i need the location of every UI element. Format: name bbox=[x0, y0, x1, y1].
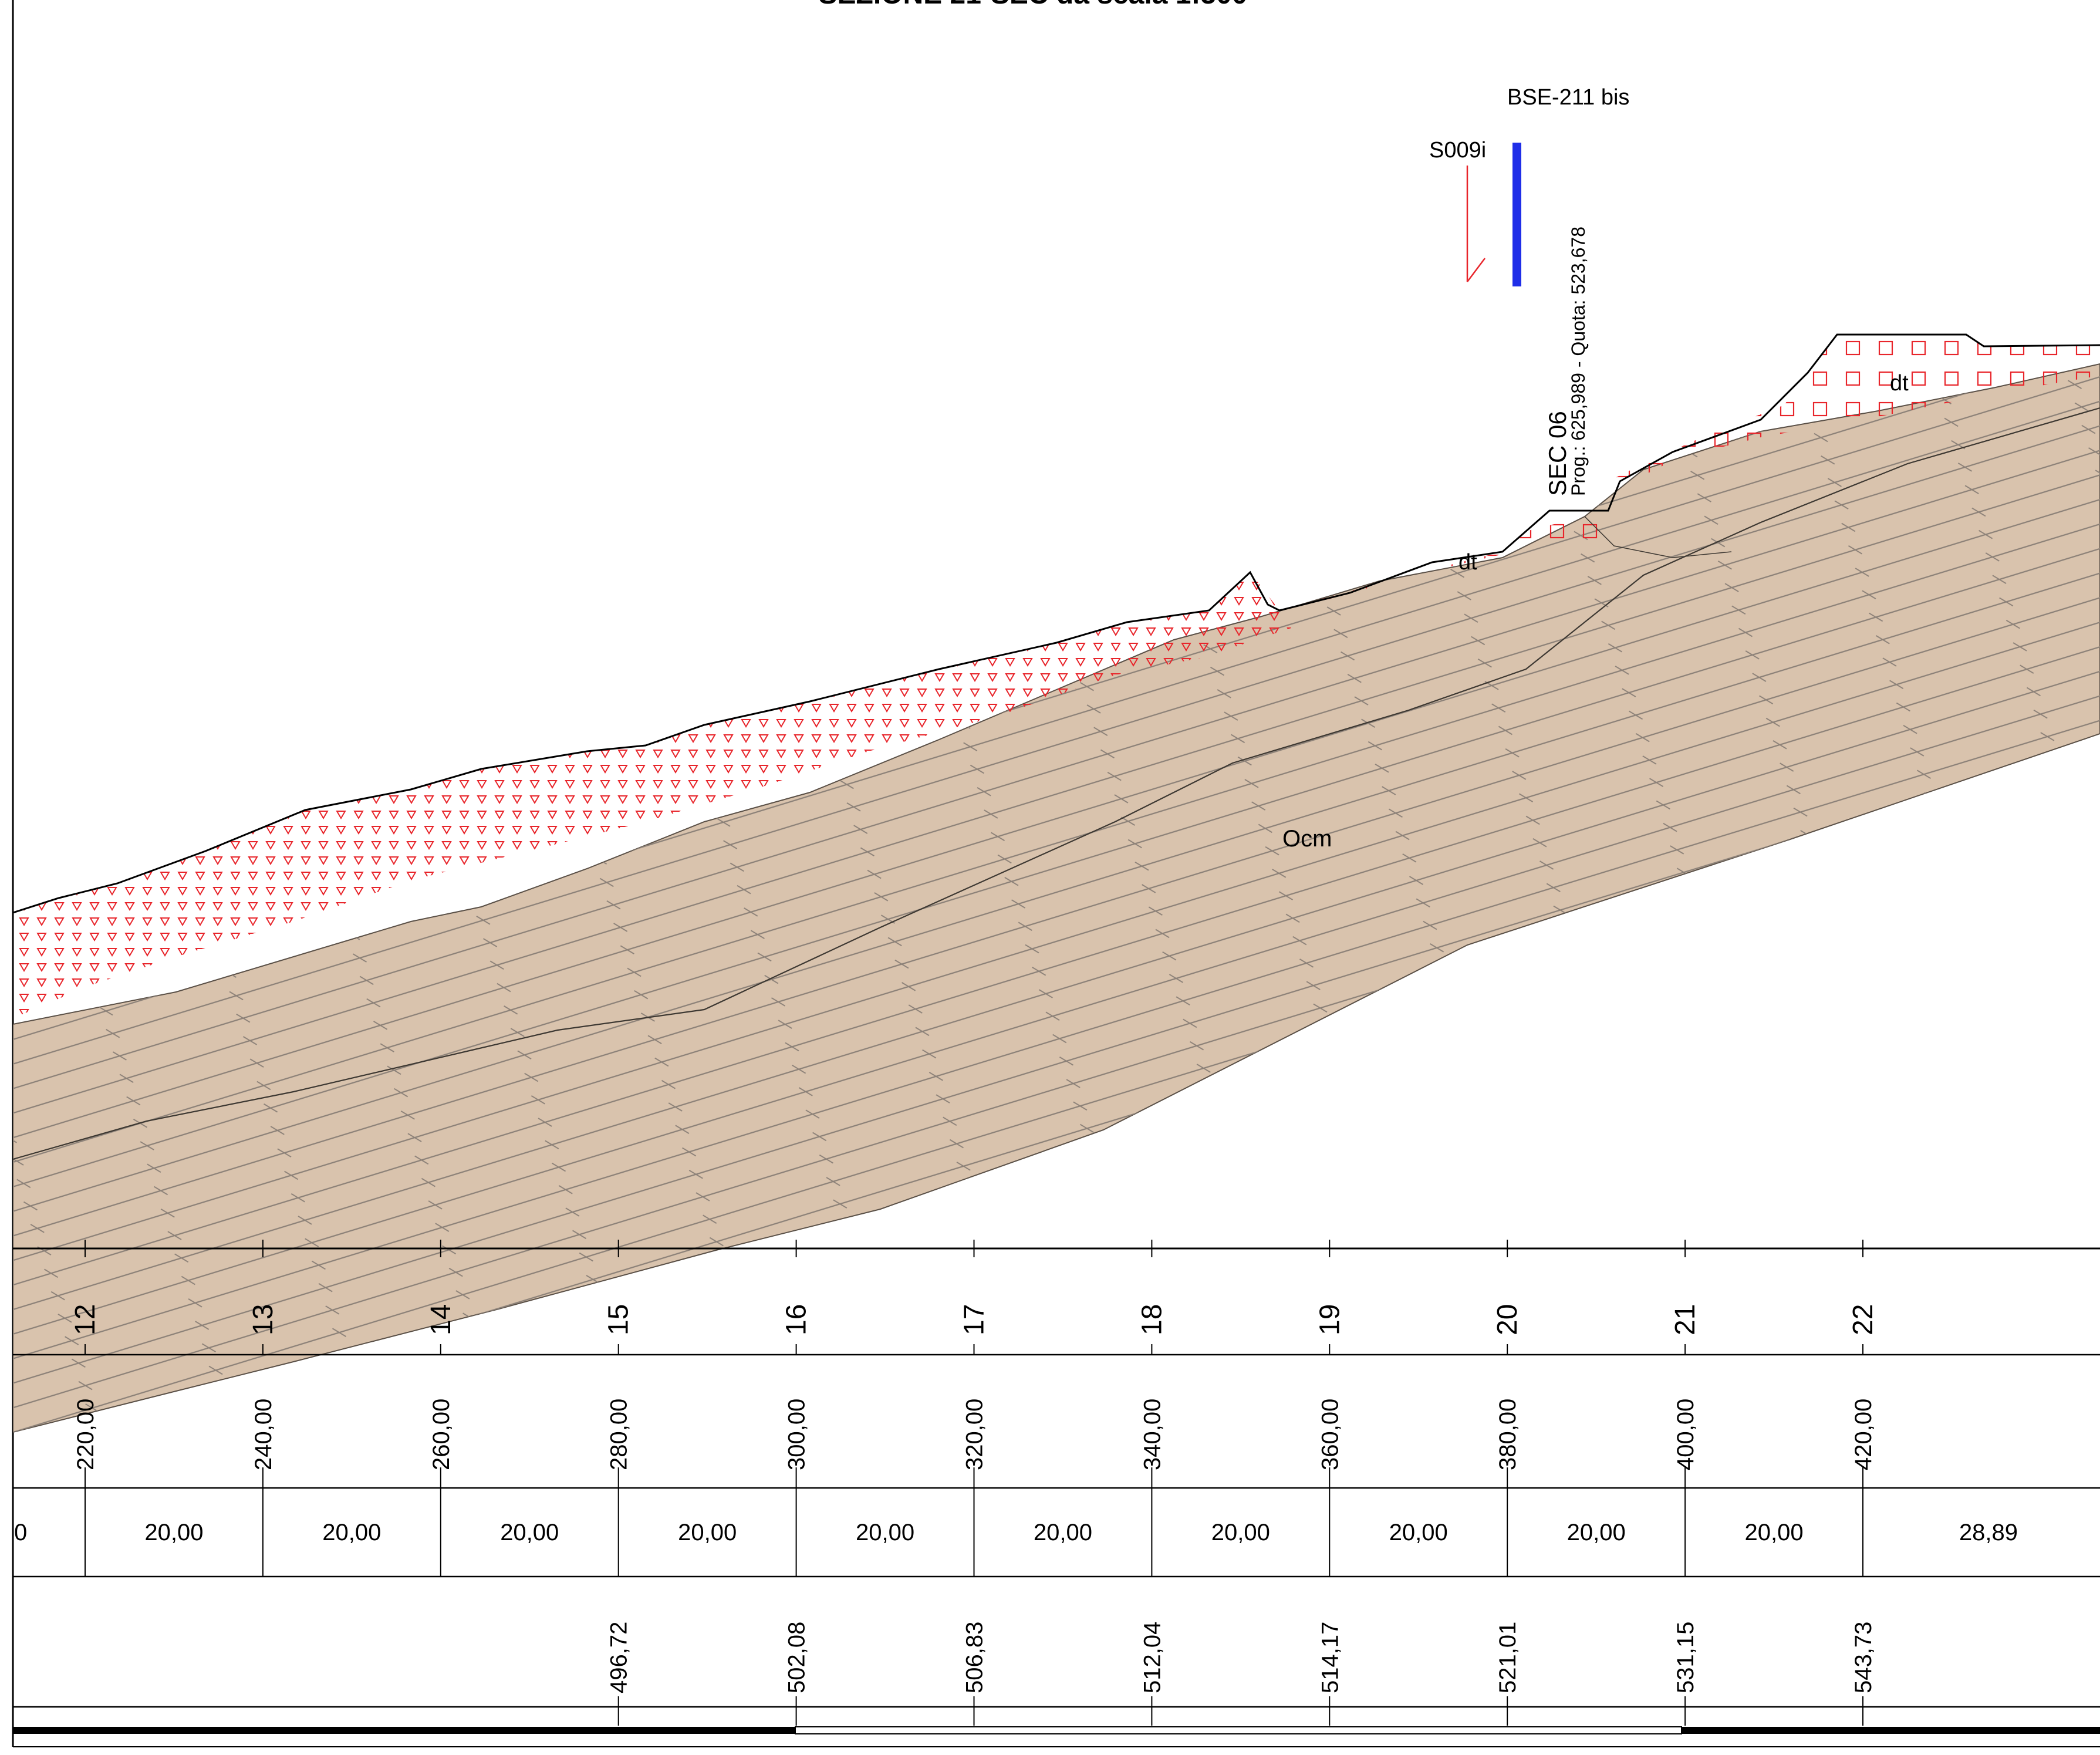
elevation-value: 514,17 bbox=[1317, 1622, 1343, 1693]
scale-bar-white-middle bbox=[795, 1726, 1682, 1734]
partial-distance: 20,00 bbox=[322, 1520, 381, 1545]
elevation-value: 496,72 bbox=[606, 1622, 632, 1693]
ground-profile-line bbox=[13, 333, 2100, 914]
section-number: 13 bbox=[248, 1304, 279, 1335]
scale-bar-black-left bbox=[13, 1727, 795, 1734]
partial-distance: 20,00 bbox=[144, 1520, 203, 1545]
ocm-formation-label: Ocm bbox=[1282, 826, 1332, 852]
scale-bar-black-right bbox=[1682, 1727, 2100, 1734]
dt-upper-label: dt bbox=[1890, 371, 1909, 396]
elevation-value: 531,15 bbox=[1673, 1622, 1699, 1693]
partial-distance: 20,00 bbox=[1567, 1520, 1626, 1545]
progressive-distance: 240,00 bbox=[251, 1399, 276, 1470]
section-title: SEZIONE 21-SEC da scala 1:500 bbox=[818, 0, 1247, 10]
progressive-distance: 380,00 bbox=[1495, 1399, 1521, 1470]
partial-distance: 20,00 bbox=[856, 1520, 914, 1545]
elevations-row: 496,72 502,08 506,83 512,04 514,17 521,01 531,… bbox=[606, 1622, 1876, 1693]
section-marker-name: SEC 06 bbox=[1544, 411, 1571, 496]
band-ticks bbox=[85, 1240, 1863, 1726]
progressive-distance: 400,00 bbox=[1673, 1399, 1699, 1470]
dt-upper-deposit bbox=[1608, 335, 2100, 493]
internal-contact-line-1 bbox=[13, 407, 2100, 1160]
internal-contact-line-2 bbox=[1584, 516, 1732, 558]
partial-distance: 20,00 bbox=[1389, 1520, 1448, 1545]
progressive-distance: 300,00 bbox=[784, 1399, 810, 1470]
section-number: 17 bbox=[959, 1304, 990, 1335]
section-number: 14 bbox=[426, 1304, 457, 1335]
elevation-value: 521,01 bbox=[1495, 1622, 1521, 1693]
partial-distance: 20,00 bbox=[1211, 1520, 1270, 1545]
section-number: 20 bbox=[1492, 1304, 1523, 1335]
section-number: 19 bbox=[1314, 1304, 1345, 1335]
progressive-distances-row: 220,00 240,00 260,00 280,00 300,00 320,00 340,… bbox=[73, 1399, 1876, 1470]
s009-borehole-tick bbox=[1467, 258, 1485, 282]
section-number: 18 bbox=[1136, 1304, 1167, 1335]
partial-distances-row: 0 20,00 20,00 20,00 20,00 20,00 20,00 20,00 20,… bbox=[14, 1520, 2018, 1545]
elevation-value: 502,08 bbox=[784, 1622, 810, 1693]
section-number: 21 bbox=[1670, 1304, 1701, 1335]
partial-distance: 20,00 bbox=[678, 1520, 737, 1545]
progressive-distance: 360,00 bbox=[1317, 1399, 1343, 1470]
section-numbers-row: 12 13 14 15 16 17 18 19 20 21 22 bbox=[70, 1304, 1879, 1335]
s009-borehole-label: S009i bbox=[1429, 138, 1486, 163]
bse-borehole-bar bbox=[1512, 143, 1521, 286]
progressive-distance: 220,00 bbox=[73, 1399, 99, 1470]
ocm-rock-hatch bbox=[13, 364, 2100, 1432]
progressive-distance: 260,00 bbox=[428, 1399, 454, 1470]
triangle-deposit-layer bbox=[13, 572, 1291, 1018]
elevation-value: 543,73 bbox=[1851, 1622, 1876, 1693]
progressive-distance: 320,00 bbox=[962, 1399, 988, 1470]
data-band: 12 13 14 15 16 17 18 19 20 21 22 220,00 240,00 260,0… bbox=[13, 1240, 2100, 1747]
progressive-distance: 420,00 bbox=[1851, 1399, 1876, 1470]
partial-distance: 20,00 bbox=[1744, 1520, 1803, 1545]
dt-lower-label: dt bbox=[1458, 550, 1477, 575]
section-marker-detail: Prog.: 625,989 - Quota: 523,678 bbox=[1568, 227, 1589, 496]
partial-distance-edge: 0 bbox=[14, 1520, 27, 1545]
section-number: 15 bbox=[603, 1304, 634, 1335]
progressive-distance: 280,00 bbox=[606, 1399, 632, 1470]
section-number: 22 bbox=[1848, 1304, 1879, 1335]
section-number: 16 bbox=[781, 1304, 812, 1335]
elevation-value: 506,83 bbox=[962, 1622, 988, 1693]
partial-distance: 28,89 bbox=[1959, 1520, 2018, 1545]
partial-distance: 20,00 bbox=[1034, 1520, 1092, 1545]
section-marker: SEC 06 Prog.: 625,989 - Quota: 523,678 bbox=[1544, 227, 1589, 496]
bse-borehole-label: BSE-211 bis bbox=[1507, 85, 1629, 110]
section-number: 12 bbox=[70, 1304, 101, 1335]
partial-distance: 20,00 bbox=[500, 1520, 559, 1545]
elevation-value: 512,04 bbox=[1139, 1622, 1165, 1693]
progressive-distance: 340,00 bbox=[1139, 1399, 1165, 1470]
dt-lower-deposit bbox=[1279, 511, 1608, 610]
